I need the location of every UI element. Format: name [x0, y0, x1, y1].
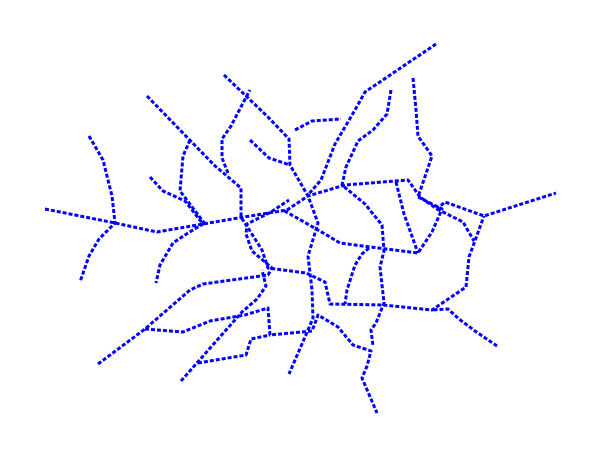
route-line-15 — [343, 246, 370, 305]
route-line-10 — [144, 306, 379, 414]
route-line-5 — [222, 73, 320, 375]
route-line-2 — [305, 42, 437, 197]
route-line-20 — [436, 207, 476, 242]
route-line-11 — [197, 333, 271, 365]
route-line-14 — [431, 307, 498, 348]
route-line-17 — [220, 89, 252, 174]
route-line-12 — [340, 89, 393, 347]
route-line-18 — [248, 138, 291, 167]
route-line-8 — [97, 198, 290, 366]
route-line-16 — [178, 139, 207, 225]
route-line-6 — [78, 135, 117, 283]
route-line-9 — [179, 269, 268, 382]
route-line-13 — [394, 181, 420, 254]
route-line-7 — [148, 175, 205, 284]
route-line-4 — [145, 94, 486, 312]
route-line-19 — [294, 117, 342, 132]
route-line-3 — [282, 77, 444, 255]
route-line-1 — [44, 178, 557, 234]
